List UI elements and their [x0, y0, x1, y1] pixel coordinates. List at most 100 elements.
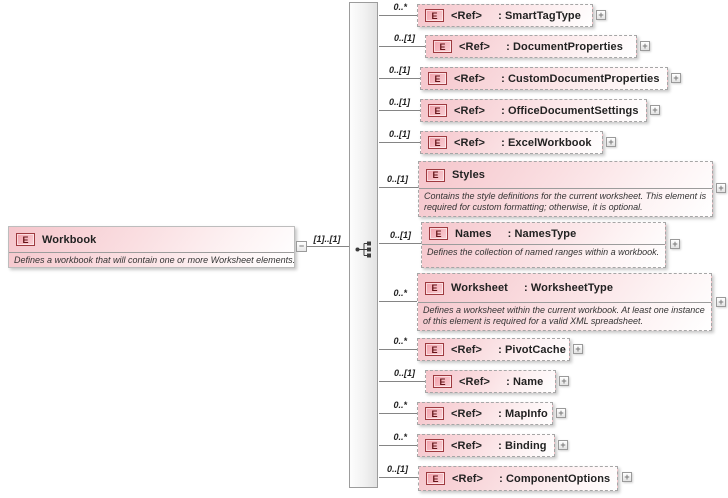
element-type: : PivotCache — [498, 343, 566, 356]
cardinality-label: 0..[1] — [386, 464, 408, 474]
expand-icon[interactable]: + — [640, 41, 650, 51]
connector-line — [379, 110, 420, 111]
divider — [422, 244, 665, 245]
element-ref-documentproperties[interactable]: E <Ref> : DocumentProperties — [425, 35, 637, 58]
expand-icon[interactable]: + — [670, 239, 680, 249]
element-type: : NamesType — [507, 227, 577, 240]
element-type: : Binding — [498, 439, 547, 452]
element-ref-excelworkbook[interactable]: E <Ref> : ExcelWorkbook — [420, 131, 603, 154]
element-type: : SmartTagType — [498, 9, 581, 22]
element-ref-customdocumentproperties[interactable]: E <Ref> : CustomDocumentProperties — [420, 67, 668, 90]
element-name: Worksheet — [451, 282, 508, 294]
cardinality-label: 0..* — [393, 2, 407, 12]
cardinality-label: 0..[1] — [389, 230, 411, 240]
connector-line — [379, 381, 425, 382]
cardinality-label: 0..* — [393, 400, 407, 410]
cardinality-label: 0..[1] — [388, 129, 410, 139]
element-badge-icon: E — [428, 104, 447, 117]
element-type: : Name — [506, 375, 544, 388]
root-element-workbook[interactable]: E Workbook Defines a workbook that will … — [8, 226, 295, 268]
element-type: : WorksheetType — [523, 282, 614, 294]
element-name: <Ref> — [454, 136, 486, 149]
element-name: <Ref> — [451, 9, 483, 22]
element-ref-binding[interactable]: E <Ref> : Binding — [417, 434, 555, 457]
root-element-description: Defines a workbook that will contain one… — [14, 255, 294, 265]
element-badge-icon: E — [426, 472, 445, 485]
connector-line — [379, 46, 425, 47]
cardinality-label: 0..[1] — [386, 174, 408, 184]
element-name: Styles — [452, 169, 486, 181]
element-badge-icon: E — [428, 72, 447, 85]
connector-line — [379, 477, 418, 478]
collapse-icon[interactable]: − — [296, 241, 307, 252]
expand-icon[interactable]: + — [573, 344, 583, 354]
element-description: Defines the collection of named ranges w… — [427, 247, 660, 257]
element-name: <Ref> — [459, 40, 491, 53]
expand-icon[interactable]: + — [558, 440, 568, 450]
connector-line — [307, 246, 349, 247]
connector-line — [379, 301, 417, 302]
element-badge-icon: E — [433, 375, 452, 388]
element-badge-icon: E — [426, 168, 445, 182]
element-badge-icon: E — [425, 343, 444, 356]
expand-icon[interactable]: + — [606, 137, 616, 147]
element-name: <Ref> — [451, 407, 483, 420]
expand-icon[interactable]: + — [716, 183, 726, 193]
element-type: : ExcelWorkbook — [501, 136, 592, 149]
sequence-icon[interactable] — [355, 241, 374, 263]
element-badge-icon: E — [425, 281, 444, 295]
element-type: : CustomDocumentProperties — [501, 72, 660, 85]
element-name: <Ref> — [451, 343, 483, 356]
element-type: : ComponentOptions — [499, 472, 611, 485]
divider — [419, 188, 712, 189]
element-ref-officedocumentsettings[interactable]: E <Ref> : OfficeDocumentSettings — [420, 99, 647, 122]
element-name: <Ref> — [454, 72, 486, 85]
expand-icon[interactable]: + — [622, 472, 632, 482]
root-element-header: E Workbook — [9, 227, 294, 252]
element-type: : MapInfo — [498, 407, 548, 420]
element-name: <Ref> — [452, 472, 484, 485]
cardinality-label: 0..[1] — [393, 368, 415, 378]
connector-line — [379, 142, 420, 143]
connector-line — [379, 78, 420, 79]
connector-line — [379, 413, 417, 414]
element-ref-componentoptions[interactable]: E <Ref> : ComponentOptions — [418, 466, 618, 491]
element-ref-name[interactable]: E <Ref> : Name — [425, 370, 556, 393]
expand-icon[interactable]: + — [556, 408, 566, 418]
element-badge-icon: E — [16, 233, 35, 246]
divider — [9, 252, 294, 253]
element-badge-icon: E — [433, 40, 452, 53]
element-name: <Ref> — [454, 104, 486, 117]
cardinality-label: 0..[1] — [393, 33, 415, 43]
element-ref-mapinfo[interactable]: E <Ref> : MapInfo — [417, 402, 553, 425]
element-worksheet[interactable]: E Worksheet : WorksheetType Defines a wo… — [417, 273, 712, 331]
element-badge-icon: E — [425, 439, 444, 452]
connector-line — [379, 349, 417, 350]
cardinality-label: 0..* — [393, 432, 407, 442]
cardinality-label: 0..[1] — [388, 65, 410, 75]
connector-line — [379, 445, 417, 446]
connector-line — [379, 187, 418, 188]
cardinality-label: 0..* — [393, 288, 407, 298]
expand-icon[interactable]: + — [596, 10, 606, 20]
expand-icon[interactable]: + — [671, 73, 681, 83]
element-badge-icon: E — [425, 9, 444, 22]
element-description: Contains the style definitions for the c… — [424, 191, 707, 213]
connector-line — [379, 15, 417, 16]
element-badge-icon: E — [428, 136, 447, 149]
element-styles[interactable]: E Styles Contains the style definitions … — [418, 161, 713, 217]
expand-icon[interactable]: + — [650, 105, 660, 115]
element-ref-smarttagtype[interactable]: E <Ref> : SmartTagType — [417, 4, 593, 27]
expand-icon[interactable]: + — [559, 376, 569, 386]
cardinality-label: 0..* — [393, 336, 407, 346]
element-names[interactable]: E Names : NamesType Defines the collecti… — [421, 222, 666, 268]
element-ref-pivotcache[interactable]: E <Ref> : PivotCache — [417, 338, 570, 361]
divider — [418, 302, 711, 303]
element-name: Names — [455, 227, 492, 240]
expand-icon[interactable]: + — [716, 297, 726, 307]
element-name: <Ref> — [459, 375, 491, 388]
cardinality-label: [1]..[1] — [313, 234, 341, 244]
element-name: <Ref> — [451, 439, 483, 452]
cardinality-label: 0..[1] — [388, 97, 410, 107]
